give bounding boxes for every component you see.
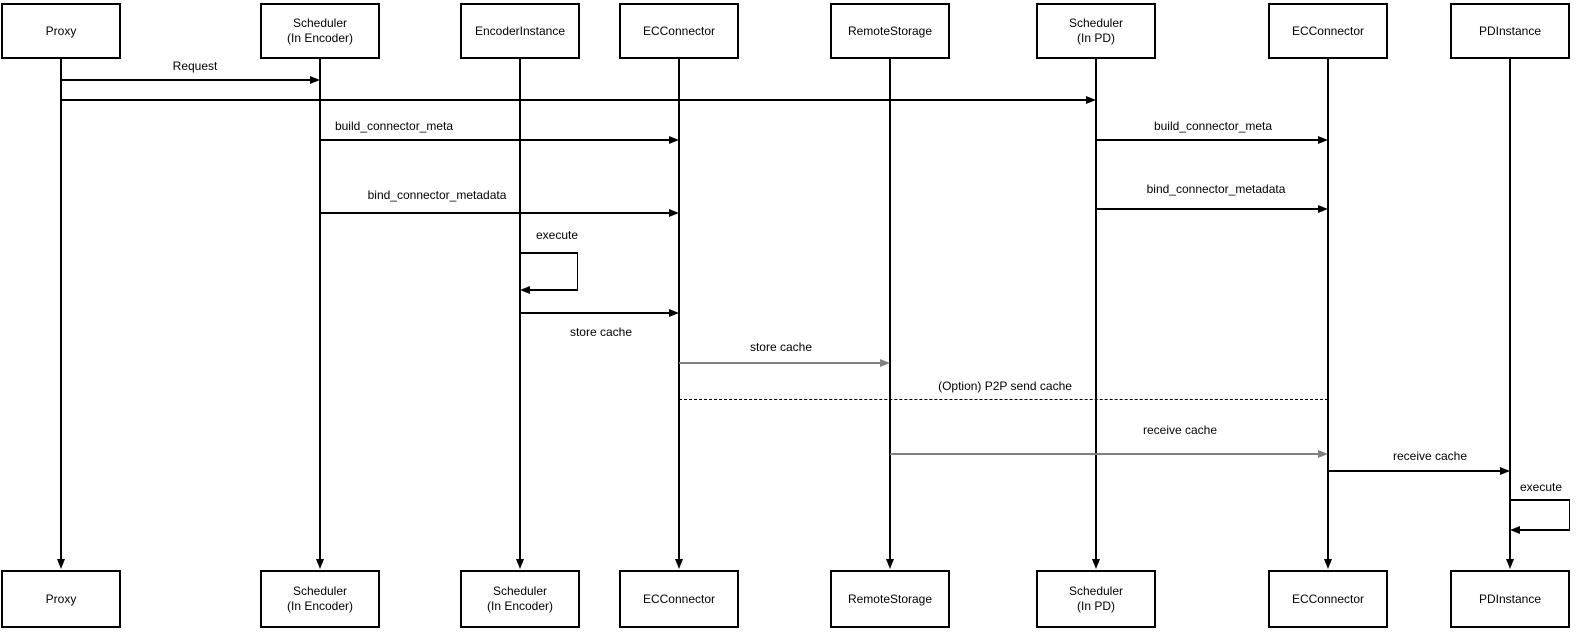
message-label-receive-cache-remote: receive cache — [1141, 423, 1219, 437]
message-label-build-connector-meta-1: build_connector_meta — [333, 119, 455, 133]
lifeline-end-arrow-icon — [1505, 559, 1514, 569]
participant-label: RemoteStorage — [847, 23, 933, 38]
message-arrowhead-icon — [310, 75, 320, 84]
participant-box-bottom-ec-connector-pd: ECConnector — [1268, 570, 1388, 628]
participant-box-bottom-scheduler-pd: Scheduler(In PD) — [1036, 570, 1156, 628]
lifeline-remote-storage — [889, 59, 891, 560]
participant-label: EncoderInstance — [474, 23, 566, 38]
participant-label: Scheduler — [292, 584, 348, 598]
lifeline-end-arrow-icon — [885, 559, 894, 569]
participant-label: ECConnector — [1291, 591, 1365, 606]
participant-label: Scheduler — [1068, 16, 1124, 30]
participant-label: ECConnector — [642, 23, 716, 38]
participant-label: (In Encoder) — [286, 599, 354, 613]
message-line-request — [61, 79, 310, 81]
participant-box-top-remote-storage: RemoteStorage — [830, 3, 950, 59]
lifeline-end-arrow-icon — [1323, 559, 1332, 569]
message-line-p2p-send-cache — [679, 399, 1328, 401]
message-arrowhead-icon — [669, 308, 679, 317]
self-message-bottom-execute-pd — [1520, 529, 1570, 531]
lifeline-end-arrow-icon — [515, 559, 524, 569]
message-arrowhead-icon — [1086, 95, 1096, 104]
message-label-bind-connector-metadata-1: bind_connector_metadata — [366, 188, 508, 202]
message-arrowhead-icon — [880, 358, 890, 367]
participant-label: Scheduler — [292, 16, 348, 30]
message-label-encoder-store-cache: store cache — [568, 325, 634, 339]
message-line-encoder-store-cache — [520, 312, 669, 314]
participant-label: (In Encoder) — [286, 31, 354, 45]
participant-label: Scheduler — [492, 584, 548, 598]
participant-label: Proxy — [45, 591, 77, 606]
message-arrowhead-icon — [669, 208, 679, 217]
message-label-build-connector-meta-2: build_connector_meta — [1152, 119, 1274, 133]
participant-box-top-scheduler-encoder: Scheduler(In Encoder) — [260, 3, 380, 59]
lifeline-ec-connector-pd — [1327, 59, 1329, 560]
self-message-top-execute-encoder — [520, 252, 578, 254]
participant-label: PDInstance — [1478, 23, 1542, 38]
message-label-store-cache-remote: store cache — [748, 340, 814, 354]
participant-box-top-ec-connector-encoder: ECConnector — [619, 3, 739, 59]
participant-box-bottom-ec-connector-encoder: ECConnector — [619, 570, 739, 628]
participant-box-bottom-remote-storage: RemoteStorage — [830, 570, 950, 628]
message-line-bind-connector-metadata-2 — [1096, 208, 1318, 210]
lifeline-encoder-instance — [519, 59, 521, 560]
message-label-request: Request — [171, 59, 219, 73]
participant-box-bottom-scheduler-encoder: Scheduler(In Encoder) — [260, 570, 380, 628]
lifeline-ec-connector-encoder — [678, 59, 680, 560]
participant-label: ECConnector — [642, 591, 716, 606]
participant-label: ECConnector — [1291, 23, 1365, 38]
participant-label: (In PD) — [1076, 31, 1115, 45]
message-line-receive-cache-remote — [890, 453, 1318, 455]
message-arrowhead-icon — [1318, 449, 1328, 458]
participant-label: (In PD) — [1076, 599, 1115, 613]
message-arrowhead-icon — [1318, 135, 1328, 144]
participant-box-bottom-pd-instance: PDInstance — [1450, 570, 1570, 628]
message-line-store-cache-remote — [679, 362, 880, 364]
lifeline-pd-instance — [1509, 59, 1511, 560]
self-message-arrowhead-icon — [520, 285, 530, 294]
participant-label: Scheduler — [1068, 584, 1124, 598]
self-message-arrowhead-icon — [1510, 525, 1520, 534]
self-message-bottom-execute-encoder — [530, 289, 578, 291]
self-message-right-execute-pd — [1568, 499, 1570, 531]
participant-box-bottom-encoder-instance: Scheduler(In Encoder) — [460, 570, 580, 628]
lifeline-proxy — [60, 59, 62, 560]
participant-label: PDInstance — [1478, 591, 1542, 606]
participant-label: RemoteStorage — [847, 591, 933, 606]
participant-box-top-scheduler-pd: Scheduler(In PD) — [1036, 3, 1156, 59]
message-line-build-connector-meta-1 — [320, 139, 669, 141]
self-message-right-execute-encoder — [576, 252, 578, 291]
lifeline-end-arrow-icon — [674, 559, 683, 569]
self-message-top-execute-pd — [1510, 499, 1570, 501]
participant-box-top-pd-instance: PDInstance — [1450, 3, 1570, 59]
message-label-p2p-send-cache: (Option) P2P send cache — [937, 379, 1073, 393]
participant-box-bottom-proxy: Proxy — [1, 570, 121, 628]
message-line-receive-cache-pd — [1328, 470, 1500, 472]
lifeline-scheduler-encoder — [319, 59, 321, 560]
message-line-build-connector-meta-2 — [1096, 139, 1318, 141]
message-arrowhead-icon — [669, 135, 679, 144]
message-line-proxy-to-scheduler-pd — [61, 99, 1086, 101]
message-label-receive-cache-pd: receive cache — [1391, 449, 1469, 463]
self-message-label-execute-pd: execute — [1518, 480, 1564, 494]
message-arrowhead-icon — [1500, 466, 1510, 475]
message-arrowhead-icon — [1318, 204, 1328, 213]
message-label-bind-connector-metadata-2: bind_connector_metadata — [1145, 182, 1287, 196]
message-line-bind-connector-metadata-1 — [320, 212, 669, 214]
participant-box-top-ec-connector-pd: ECConnector — [1268, 3, 1388, 59]
lifeline-scheduler-pd — [1095, 59, 1097, 560]
participant-box-top-encoder-instance: EncoderInstance — [460, 3, 580, 59]
lifeline-end-arrow-icon — [315, 559, 324, 569]
participant-box-top-proxy: Proxy — [1, 3, 121, 59]
self-message-label-execute-encoder: execute — [534, 228, 580, 242]
participant-label: (In Encoder) — [486, 599, 554, 613]
lifeline-end-arrow-icon — [1091, 559, 1100, 569]
participant-label: Proxy — [45, 23, 77, 38]
lifeline-end-arrow-icon — [56, 559, 65, 569]
